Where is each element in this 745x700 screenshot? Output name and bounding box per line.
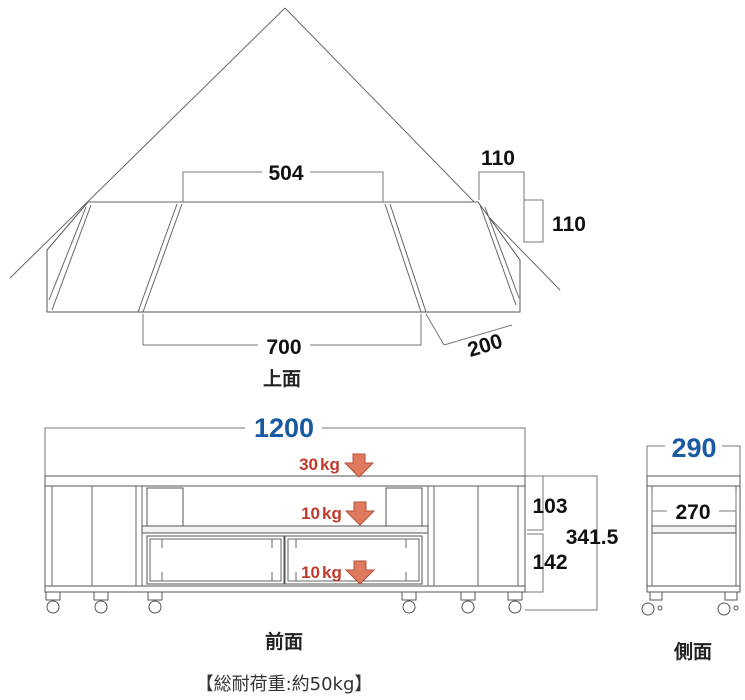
dim-label-1200: 1200 [254,413,314,443]
top-view: 504 700 200 110 110 上面 [9,7,586,390]
bottom-board [44,585,526,593]
side-view: 290 270 側面 [641,433,741,663]
side-view-label: 側面 [673,641,712,663]
middle-shelf [141,525,429,534]
dim-label-110-side: 110 [552,213,586,236]
front-view-label: 前面 [265,630,303,653]
panel-dividers [48,203,520,313]
load-unit-lower: kg [322,563,342,582]
dim-label-504: 504 [268,162,303,185]
load-weight-upper: 10 [301,504,320,523]
dim-label-290: 290 [671,433,716,463]
dim-wing-depth: 200 [425,313,513,362]
load-unit-upper: kg [322,504,342,523]
load-weight-lower: 10 [301,563,320,582]
load-lower-shelf: 10 kg [301,560,376,585]
dim-back-center: 504 [182,162,384,202]
total-load-label: 【総耐荷重:約50kg】 [196,674,373,695]
top-view-outline [46,201,521,313]
front-view: 1200 [44,413,619,695]
top-view-label: 上面 [263,368,301,390]
dim-label-110-top: 110 [481,147,515,170]
dim-label-700: 700 [266,336,301,359]
dim-heights: 103 341.5 142 [525,475,619,611]
side-bottom-board [646,585,741,593]
load-weight-top: 30 [299,455,318,474]
top-board [44,475,526,487]
dim-corner: 110 110 [478,147,586,243]
glass-door-left [146,535,285,585]
load-top: 30 kg [299,453,375,478]
dim-width-line [44,427,245,476]
down-arrow-icon [343,453,375,478]
dim-label-270: 270 [675,501,710,524]
dim-front-width: 700 [142,314,422,359]
corner-guide-left [9,7,286,279]
dim-label-341-5: 341.5 [566,526,619,549]
side-caster-wheels [641,591,739,616]
down-arrow-icon [344,501,376,526]
corner-guide-right [284,7,561,291]
load-upper-shelf: 10 kg [301,501,376,526]
dim-label-142: 142 [532,551,567,574]
caster-wheels [45,591,523,614]
dim-label-200: 200 [465,330,505,362]
down-arrow-icon [344,560,376,585]
side-top-board [646,475,741,487]
side-body [646,485,741,593]
dim-label-103: 103 [532,495,567,518]
load-unit-top: kg [320,455,340,474]
